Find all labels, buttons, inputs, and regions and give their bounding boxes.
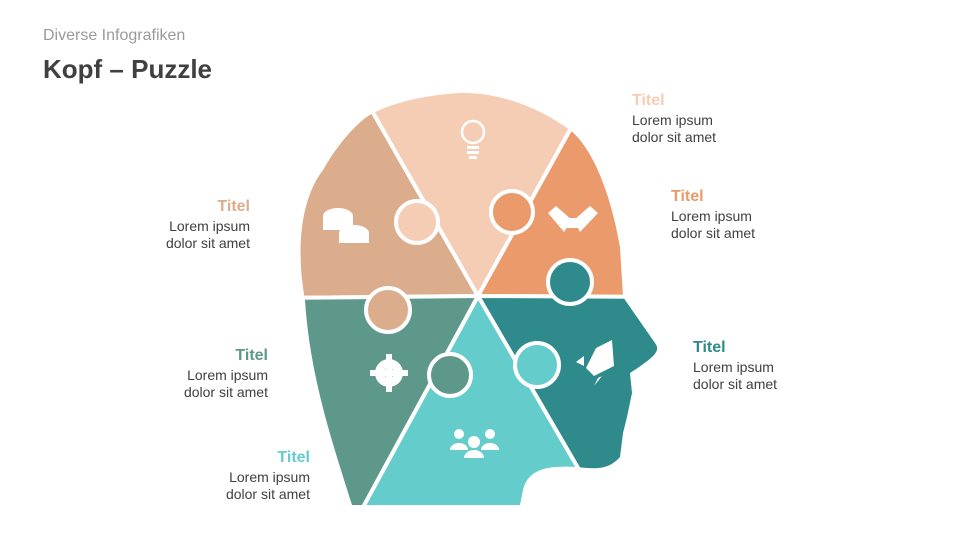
handshake-icon: [548, 206, 598, 232]
people-icon: [450, 429, 499, 458]
coins-icon: [323, 208, 369, 243]
lightbulb-icon: [460, 119, 486, 159]
rocket-icon: [576, 340, 614, 386]
slide-title: Kopf – Puzzle: [43, 54, 213, 84]
slide-subtitle: Diverse Infografiken: [43, 27, 186, 44]
gear-icon: [370, 354, 408, 392]
